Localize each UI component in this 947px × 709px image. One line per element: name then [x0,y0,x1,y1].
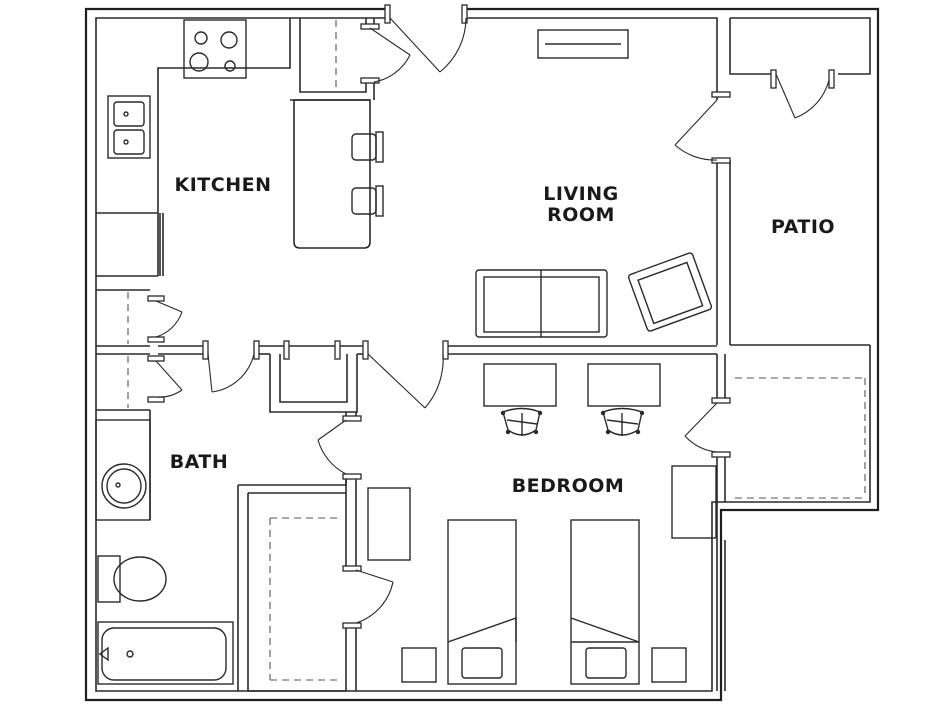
nightstand-icon [651,647,687,683]
armchair-icon [627,252,713,332]
desk-icon [587,363,661,407]
living-room-fixtures [475,29,713,338]
living-room-label-line2: ROOM [547,204,615,226]
nightstand-icon [401,647,437,683]
bath-fixtures [95,419,234,685]
bedroom-label: BEDROOM [512,475,625,497]
bathtub-icon [97,621,234,685]
dresser-icon [367,487,411,561]
sofa-icon [475,269,608,338]
desk-icon [483,363,557,407]
dresser-icon [671,465,717,539]
bed-icon [570,519,640,685]
tv-icon [537,29,629,59]
desk-chair-icon [500,407,543,436]
door-swings [155,17,830,624]
bath-label: BATH [170,451,229,473]
living-room-label-line1: LIVING [543,183,618,205]
bed-icon [447,519,517,685]
sink-icon [107,95,151,159]
desk-chair-icon [600,407,645,436]
exterior-walls [84,7,880,702]
bedroom-fixtures [367,363,717,685]
patio-label: PATIO [771,216,835,238]
stove-icon [183,19,247,79]
vanity-sink-icon [95,419,151,521]
door-jambs [147,4,835,629]
bar-stool-icon [351,131,384,163]
kitchen-fixtures [107,19,384,217]
kitchen-label: KITCHEN [175,174,272,196]
bar-stool-icon [351,185,384,217]
interior-walls [96,18,870,692]
toilet-icon [97,555,167,603]
